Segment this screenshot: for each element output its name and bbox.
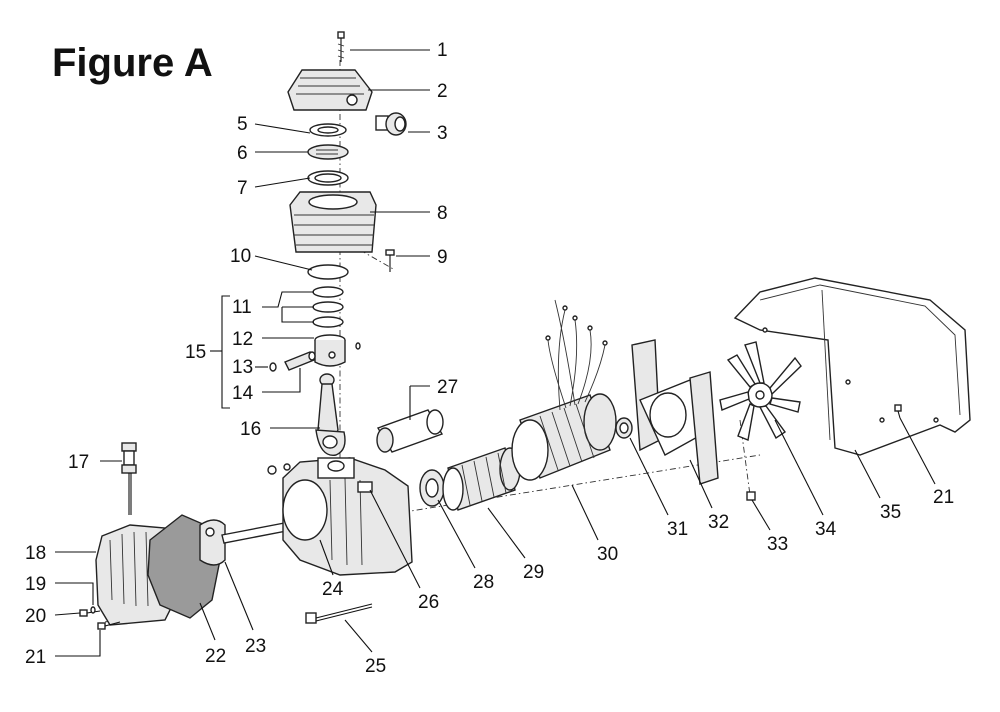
part-8-cylinder: [289, 191, 377, 253]
callout-7: 7: [237, 178, 248, 199]
part-9-bolt: [385, 249, 395, 272]
callout-19: 19: [25, 574, 46, 595]
callout-20: 20: [25, 606, 46, 627]
callout-21-right: 21: [933, 487, 954, 508]
part-12-piston: [314, 334, 361, 367]
callout-5: 5: [237, 114, 248, 135]
part-27-filter: [376, 409, 444, 453]
part-6-valve-plate: [307, 144, 349, 160]
part-31-bearing: [615, 417, 633, 439]
callout-35: 35: [880, 502, 901, 523]
callout-22: 22: [205, 646, 226, 667]
part-17-valve: [121, 442, 137, 515]
part-14-wrist-pin: [284, 351, 316, 371]
part-21-screw-right: [894, 404, 902, 419]
callout-12: 12: [232, 329, 253, 350]
callout-33: 33: [767, 534, 788, 555]
part-24-crankcase: [267, 457, 413, 576]
part-30-stator: [511, 299, 617, 481]
callout-25: 25: [365, 656, 386, 677]
part-34-fan: [719, 341, 802, 441]
callout-1: 1: [437, 40, 448, 61]
callout-14: 14: [232, 383, 254, 404]
part-32-end-bell: [631, 339, 719, 485]
part-20-screw: [79, 609, 101, 617]
callout-13: 13: [232, 357, 253, 378]
part-7-gasket: [307, 170, 349, 186]
part-10-o-ring: [307, 264, 349, 280]
callout-29: 29: [523, 562, 544, 583]
callout-2: 2: [437, 81, 448, 102]
callout-27: 27: [437, 377, 458, 398]
part-11-piston-rings: [312, 286, 344, 328]
callout-8: 8: [437, 203, 448, 224]
callout-26: 26: [418, 592, 439, 613]
callout-23: 23: [245, 636, 266, 657]
part-26-key: [357, 481, 373, 493]
part-13-clip: [269, 362, 277, 372]
callout-21-left: 21: [25, 647, 46, 668]
callout-32: 32: [708, 512, 729, 533]
callout-labels: 1 2 3 5 6 7 8 9 10 11 12 13 14 15 16 17 …: [25, 40, 954, 677]
part-5-gasket: [309, 123, 347, 137]
callout-6: 6: [237, 143, 248, 164]
callout-31: 31: [667, 519, 688, 540]
callout-17: 17: [68, 452, 89, 473]
part-29-rotor: [442, 447, 521, 511]
callout-10: 10: [230, 246, 251, 267]
part-25-long-bolt: [305, 603, 373, 624]
callout-28: 28: [473, 572, 494, 593]
callout-34: 34: [815, 519, 837, 540]
part-21-screw-left: [97, 621, 121, 630]
callout-18: 18: [25, 543, 46, 564]
part-3-plug: [375, 112, 407, 136]
callout-24: 24: [322, 579, 344, 600]
callout-16: 16: [240, 419, 261, 440]
callout-30: 30: [597, 544, 618, 565]
part-35-shroud: [733, 277, 971, 456]
callout-9: 9: [437, 247, 448, 268]
part-16-connecting-rod: [315, 373, 346, 456]
part-19-washer: [90, 606, 96, 614]
part-28-bearing: [419, 469, 445, 507]
leader-lines: [54, 49, 936, 657]
figure-title: Figure A: [52, 41, 213, 85]
callout-3: 3: [437, 123, 448, 144]
callout-15: 15: [185, 342, 206, 363]
callout-11: 11: [232, 297, 252, 318]
part-2-cylinder-head: [287, 69, 373, 111]
part-33-nut: [746, 491, 756, 501]
part-1-bolt: [337, 31, 345, 62]
